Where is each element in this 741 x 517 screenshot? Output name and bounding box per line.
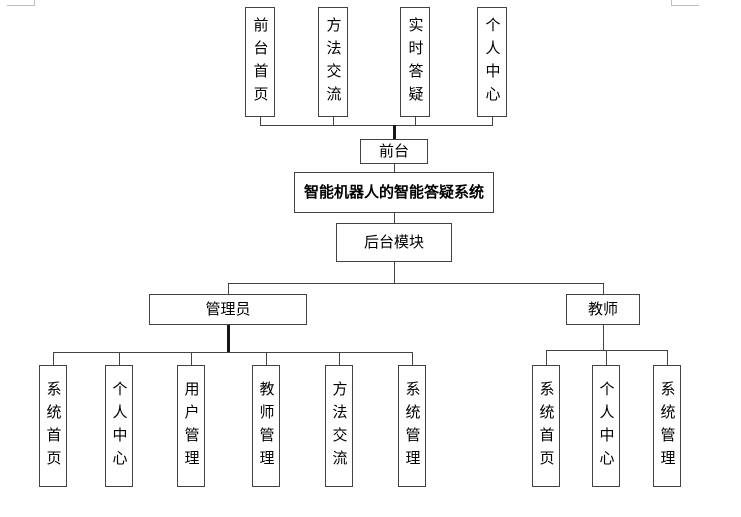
connector-bus-admin — [52, 352, 413, 353]
connector-stub — [545, 350, 547, 365]
connector-front-title — [393, 164, 395, 172]
node-admin: 管理员 — [149, 294, 307, 325]
connector-stub — [332, 117, 334, 125]
connector-bus-top — [259, 125, 493, 126]
node-admin-teacher-mgmt: 教师管理 — [252, 365, 280, 487]
node-teacher-personal-center: 个人中心 — [592, 365, 620, 487]
connector-stub — [190, 352, 192, 365]
crop-mark-top-right-horizontal — [671, 5, 699, 6]
node-method-exchange: 方法交流 — [318, 7, 348, 117]
node-admin-method-exchange: 方法交流 — [325, 365, 353, 487]
connector-stub — [338, 352, 340, 365]
connector-stub — [666, 350, 668, 365]
node-admin-system-mgmt: 系统管理 — [398, 365, 426, 487]
crop-mark-top-left-horizontal — [7, 5, 35, 6]
connector-stub — [491, 117, 493, 125]
node-admin-user-mgmt: 用户管理 — [177, 365, 205, 487]
connector-backend-drop — [393, 262, 395, 283]
connector-stub — [605, 350, 607, 365]
node-front: 前台 — [360, 139, 428, 164]
connector-stub — [118, 352, 120, 365]
connector-bus-teacher — [545, 350, 668, 351]
connector-bus-split — [227, 283, 604, 284]
crop-mark-top-right-vertical — [671, 0, 672, 5]
connector-drop-front — [392, 125, 396, 139]
node-teacher: 教师 — [566, 294, 640, 325]
connector-stub — [414, 117, 416, 125]
node-realtime-qa: 实时答疑 — [400, 7, 430, 117]
connector-teacher-drop — [602, 325, 604, 350]
node-backend-module: 后台模块 — [336, 223, 452, 262]
node-system-title: 智能机器人的智能答疑系统 — [294, 172, 494, 213]
connector-stub — [52, 352, 54, 365]
connector-drop-teacher — [602, 283, 604, 294]
crop-mark-top-left-vertical — [34, 0, 35, 5]
node-teacher-system-home: 系统首页 — [532, 365, 560, 487]
node-teacher-system-mgmt: 系统管理 — [653, 365, 681, 487]
node-personal-center: 个人中心 — [477, 7, 507, 117]
connector-stub — [265, 352, 267, 365]
connector-drop-admin — [227, 283, 229, 294]
node-admin-personal-center: 个人中心 — [105, 365, 133, 487]
node-front-home: 前台首页 — [245, 7, 275, 117]
connector-admin-drop — [226, 325, 230, 352]
connector-title-backend — [393, 213, 395, 223]
connector-stub — [259, 117, 261, 125]
connector-stub — [411, 352, 413, 365]
node-admin-system-home: 系统首页 — [39, 365, 67, 487]
